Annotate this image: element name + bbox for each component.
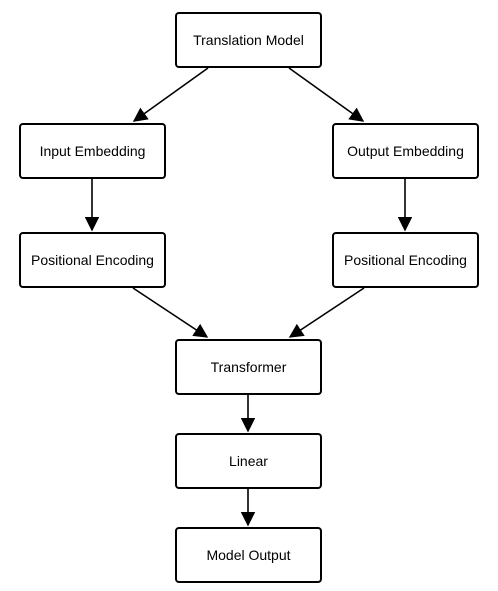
positional-encoding-left-label: Positional Encoding <box>31 252 154 268</box>
linear-label: Linear <box>229 453 268 469</box>
positional-encoding-right-node: Positional Encoding <box>332 232 479 288</box>
transformer-node: Transformer <box>175 339 322 395</box>
translation-model-label: Translation Model <box>193 32 304 48</box>
positional-encoding-left-node: Positional Encoding <box>19 232 166 288</box>
translation-model-node: Translation Model <box>175 12 322 68</box>
arrow-translation-to-input-embedding <box>132 67 209 122</box>
input-embedding-label: Input Embedding <box>39 143 146 159</box>
arrow-positional-encoding-right-to-transformer <box>288 287 365 338</box>
output-embedding-label: Output Embedding <box>347 143 464 159</box>
linear-node: Linear <box>175 433 322 489</box>
input-embedding-node: Input Embedding <box>19 123 166 179</box>
transformer-label: Transformer <box>210 359 287 375</box>
model-output-node: Model Output <box>175 527 322 583</box>
arrow-positional-encoding-left-to-transformer <box>132 287 209 338</box>
positional-encoding-right-label: Positional Encoding <box>344 252 467 268</box>
model-output-label: Model Output <box>206 547 291 563</box>
output-embedding-node: Output Embedding <box>332 123 479 179</box>
arrow-translation-to-output-embedding <box>288 67 365 122</box>
